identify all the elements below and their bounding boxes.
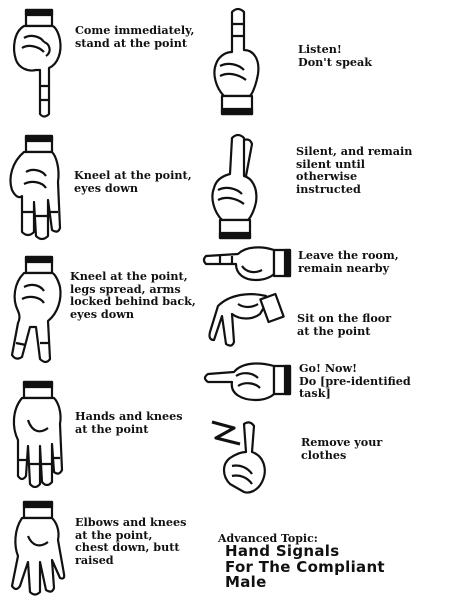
index-finger-up-hand-icon xyxy=(208,6,266,118)
caption-remove: Remove your clothes xyxy=(301,435,383,462)
pointing-left-hand-icon xyxy=(202,244,294,284)
caption-silent: Silent, and remain silent until otherwis… xyxy=(296,144,413,196)
caption-go: Go! Now! Do [pre-identified task] xyxy=(299,361,411,400)
open-hand-spread-icon xyxy=(10,500,66,598)
poster-title: Hand Signals For The Compliant Male xyxy=(225,542,385,591)
caption-come: Come immediately, stand at the point xyxy=(75,23,195,50)
fingers-down-hand-icon xyxy=(200,292,286,350)
caption-hands-knees: Hands and knees at the point xyxy=(75,409,183,436)
caption-sit: Sit on the floor at the point xyxy=(297,311,392,338)
zigzag-pointing-hand-icon xyxy=(208,418,274,500)
two-fingers-spread-hand-icon xyxy=(10,255,66,367)
fist-index-down-hand-icon xyxy=(10,8,66,120)
crossed-fingers-hand-icon xyxy=(206,130,266,242)
open-hand-down-icon xyxy=(8,380,68,492)
caption-listen: Listen! Don't speak xyxy=(298,42,373,69)
advanced-topic-label: Advanced Topic: xyxy=(218,532,318,545)
fist-kneel-hand-icon xyxy=(6,132,68,244)
caption-elbows-knees: Elbows and knees at the point, chest dow… xyxy=(75,515,187,567)
caption-kneel-spread: Kneel at the point, legs spread, arms lo… xyxy=(70,269,196,321)
caption-kneel: Kneel at the point, eyes down xyxy=(74,168,192,195)
fist-pointing-left-hand-icon xyxy=(202,360,294,404)
caption-leave: Leave the room, remain nearby xyxy=(298,248,399,275)
